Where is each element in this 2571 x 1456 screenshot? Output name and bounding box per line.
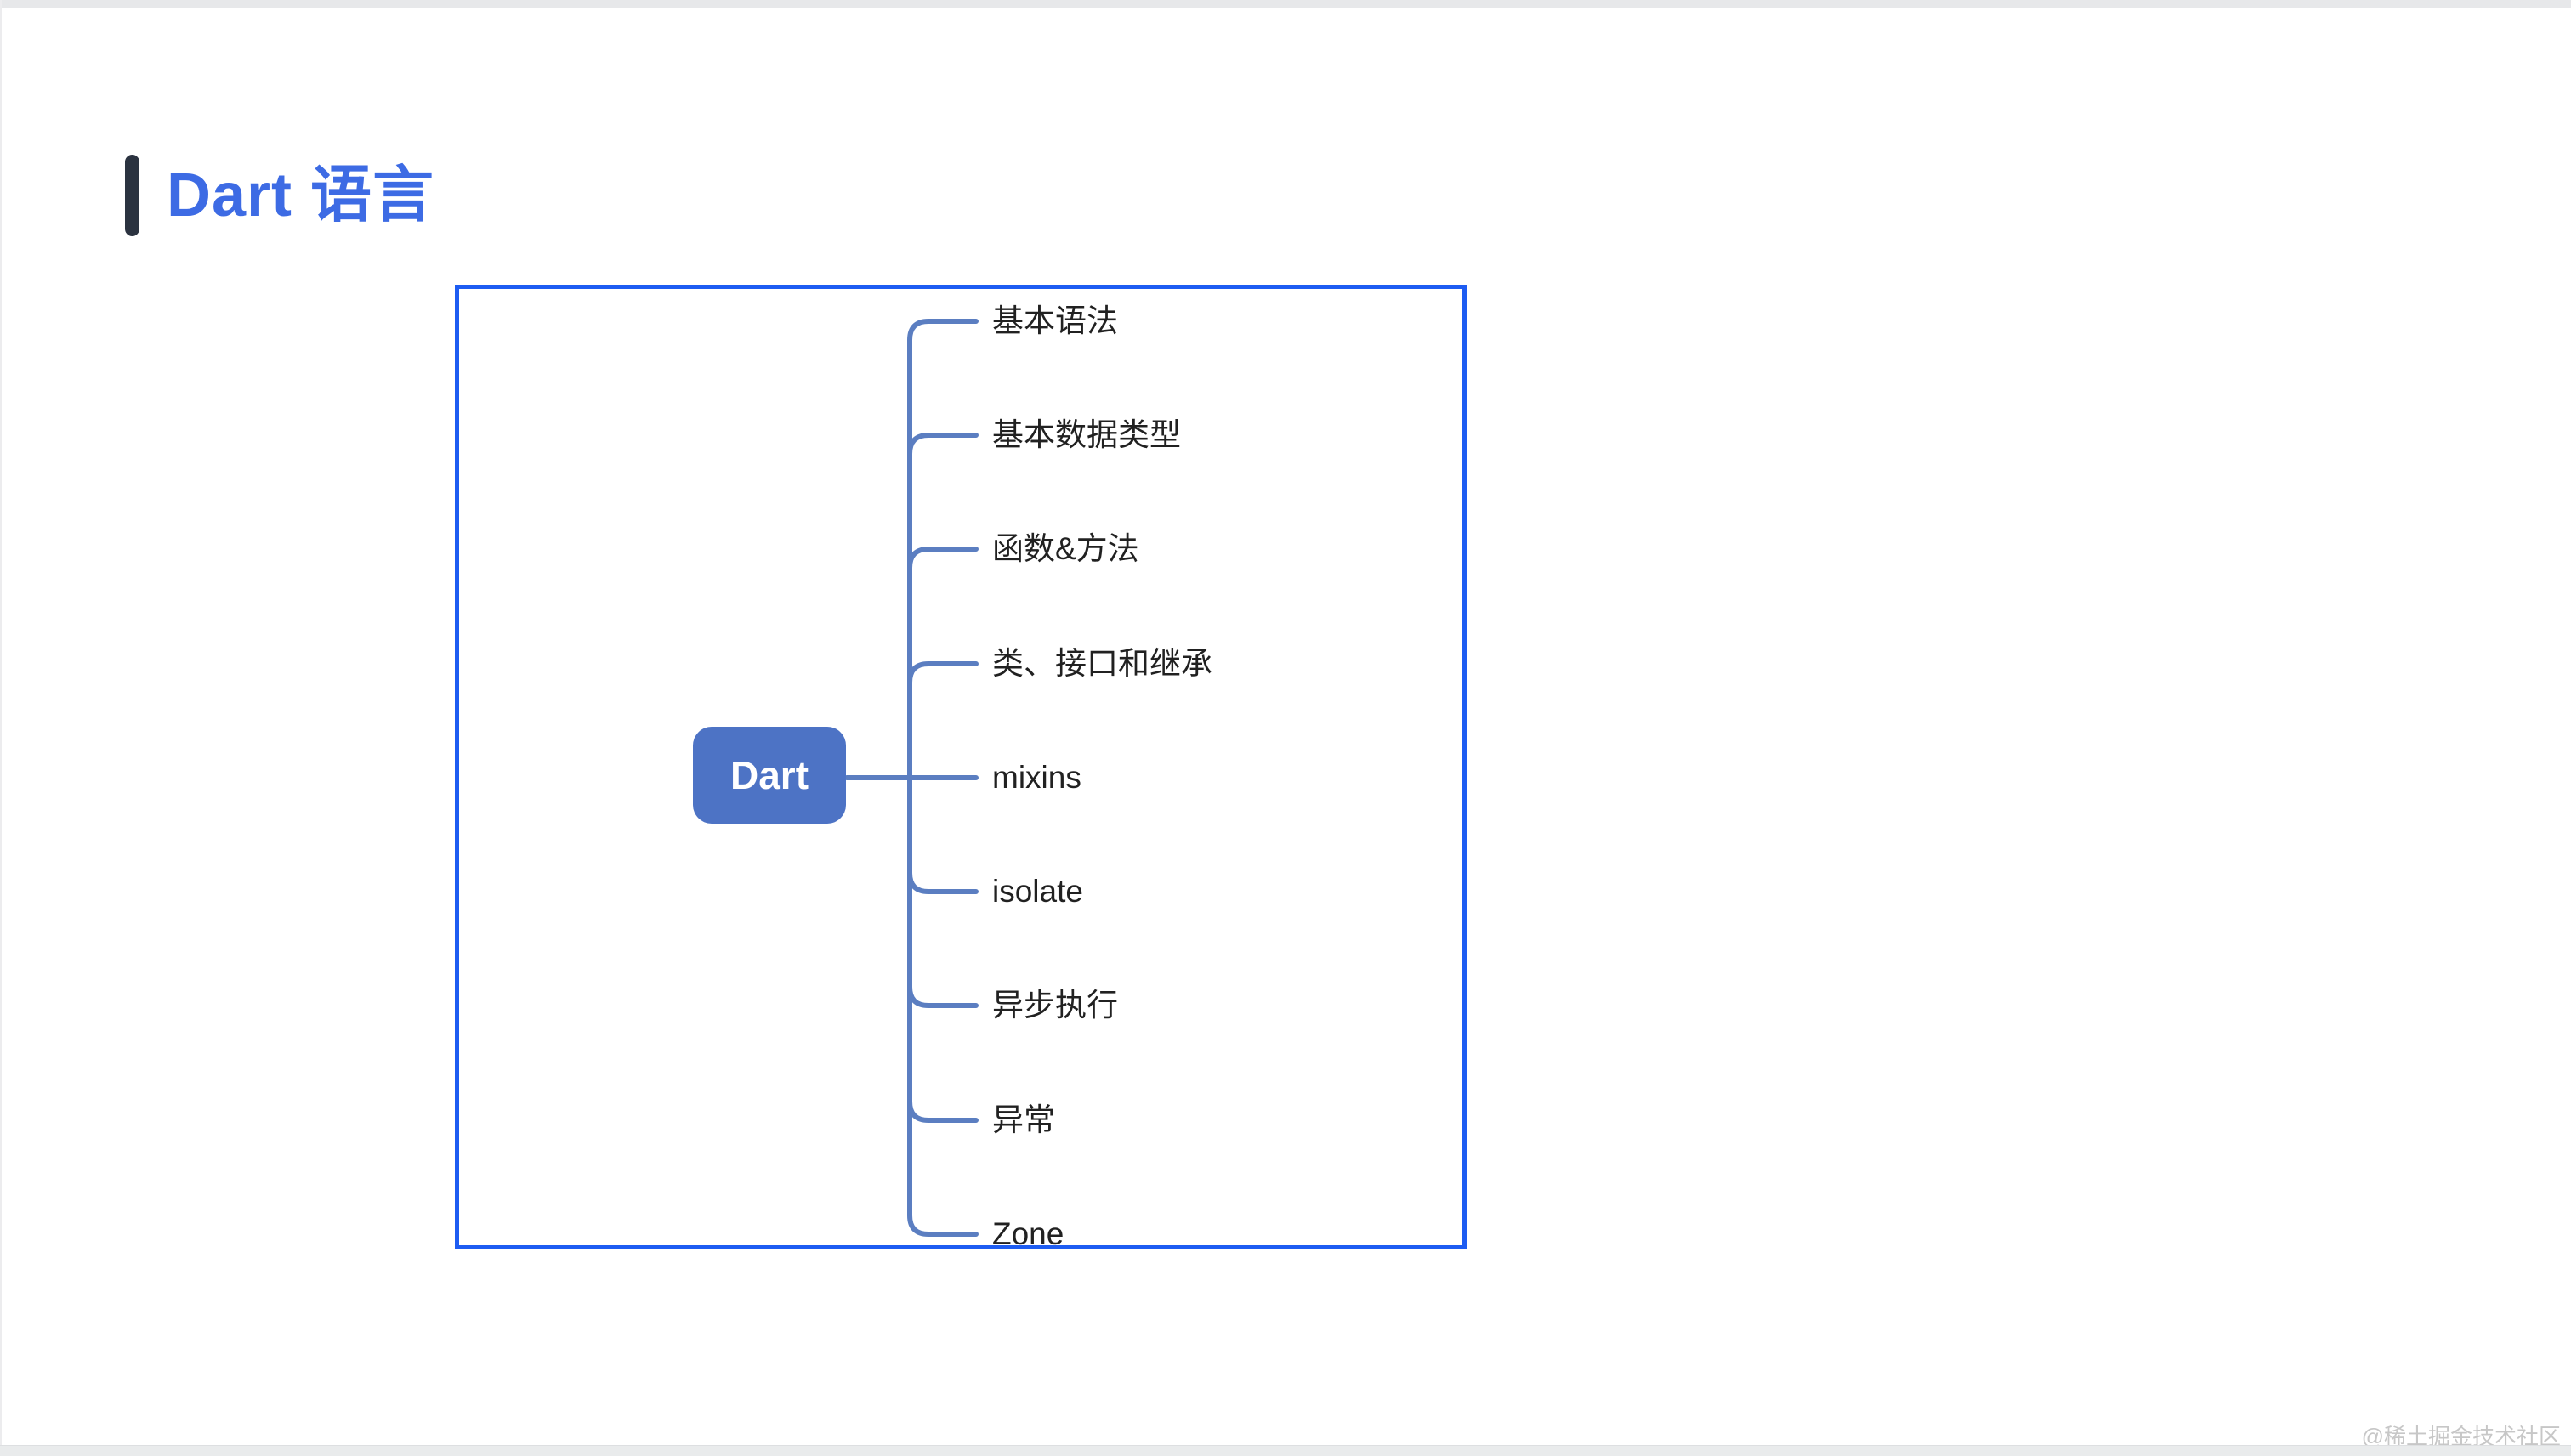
mindmap-root-node: Dart — [693, 727, 846, 824]
mindmap-branch-mixins: mixins — [992, 759, 1081, 795]
page-title: Dart 语言 — [167, 161, 435, 229]
mindmap-branch-basic-data-types: 基本数据类型 — [992, 416, 1181, 452]
mindmap-branch-basic-syntax: 基本语法 — [992, 303, 1118, 338]
section-heading: Dart 语言 — [125, 155, 434, 236]
page-left-edge — [0, 0, 2, 1456]
heading-accent-bar — [125, 155, 139, 236]
page-top-edge — [0, 0, 2571, 8]
mindmap-branch-class-interface: 类、接口和继承 — [992, 645, 1212, 681]
page-bottom-edge — [0, 1445, 2571, 1456]
mindmap-branch-zone: Zone — [992, 1215, 1064, 1251]
mindmap-branch-async-execution: 异步执行 — [992, 987, 1118, 1023]
mindmap-branch-exceptions: 异常 — [992, 1102, 1055, 1137]
mindmap-branch-functions-methods: 函数&方法 — [992, 530, 1139, 566]
mindmap-image-frame — [455, 285, 1467, 1249]
mindmap-branch-isolate: isolate — [992, 873, 1083, 909]
